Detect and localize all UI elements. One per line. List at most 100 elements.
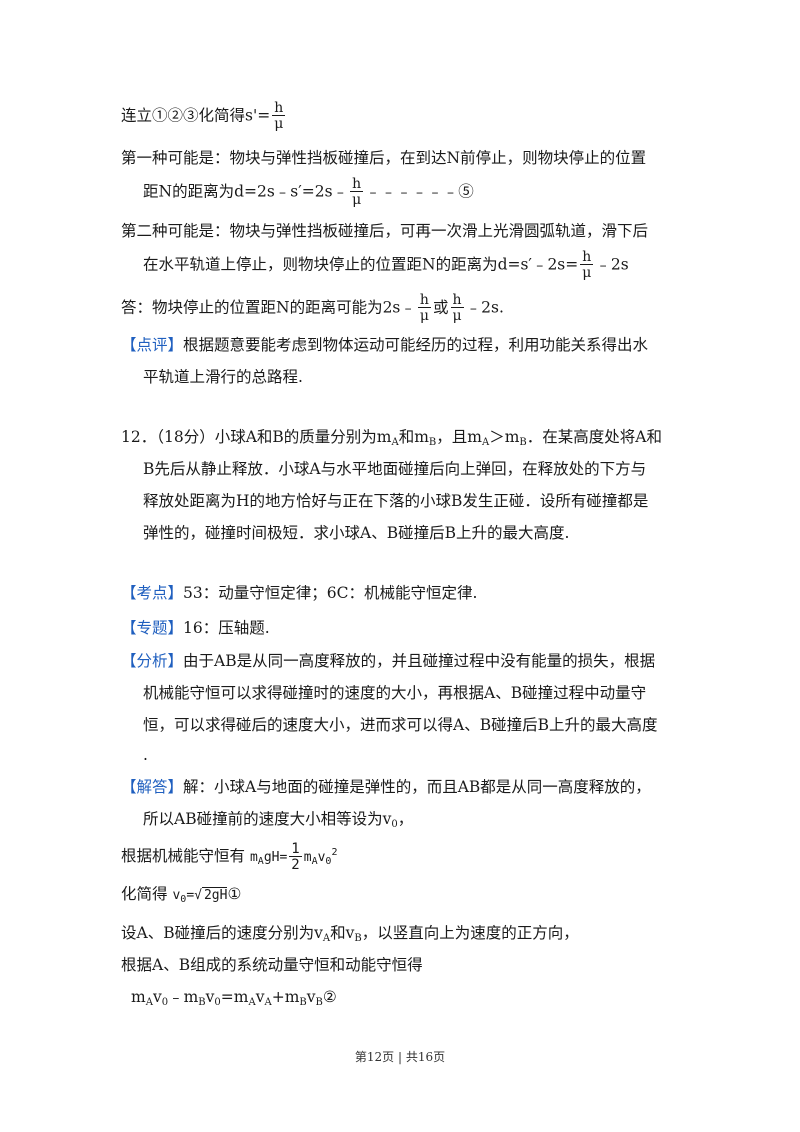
section-tag: 【解答】	[121, 778, 184, 796]
fraction-numerator: h	[350, 177, 364, 192]
line-text: ②	[322, 988, 337, 1006]
math-symbol: =m	[220, 988, 249, 1006]
velocity-equation: v0=√2gH	[172, 887, 228, 905]
line-text: 53：动量守恒定律；6C：机械能守恒定律.	[183, 584, 478, 602]
line-text: ，	[397, 810, 414, 828]
solution-start-line: 【解答】解：小球A与地面的碰撞是弹性的，而且AB都是从同一高度释放的，	[121, 776, 651, 798]
comment-line-2: 平轨道上滑行的总路程.	[143, 368, 303, 386]
fraction-denominator: 2	[291, 857, 300, 873]
math-symbol: m	[303, 850, 312, 865]
subscript: B	[519, 437, 527, 448]
question-line-4: 弹性的，碰撞时间极短．求小球A、B碰撞后B上升的最大高度.	[143, 524, 570, 542]
question-line-1: 12．（18分）小球A和B的质量分别为mA和mB，且mA＞mB．在某高度处将A和	[121, 426, 662, 454]
math-symbol: m	[131, 988, 146, 1006]
line-text: 或	[433, 298, 449, 317]
subscript: 0	[180, 894, 187, 905]
line-text: ，且m	[436, 428, 482, 446]
line-text: ﹣2s.	[465, 298, 504, 317]
line-text: 根据题意要能考虑到物体运动可能经历的过程，利用功能关系得出水	[183, 336, 649, 354]
subscript: A	[391, 437, 399, 448]
line-text: 在水平轨道上停止，则物块停止的位置距N的距离为d=s′﹣2s=	[143, 255, 579, 274]
analysis-line-4: .	[143, 746, 148, 764]
subscript: A	[481, 437, 490, 448]
subscript: A	[264, 997, 272, 1008]
math-symbol: gH=	[263, 850, 288, 865]
question-line-3: 释放处距离为H的地方恰好与正在下落的小球B发生正碰．设所有碰撞都是	[143, 492, 649, 510]
math-symbol: v	[317, 850, 326, 865]
line-text: 解：小球A与地面的碰撞是弹性的，而且AB都是从同一高度释放的，	[183, 778, 651, 796]
subscript: B	[198, 997, 206, 1008]
subscript: A	[311, 856, 318, 867]
fraction-numerator: h	[417, 293, 431, 308]
kaodian-line: 【考点】53：动量守恒定律；6C：机械能守恒定律.	[121, 582, 477, 604]
define-velocity-line: 设A、B碰撞后的速度分别为vA和vB，以竖直向上为速度的正方向，	[121, 922, 579, 950]
fraction-denominator: μ	[582, 265, 592, 281]
analysis-line-1: 【分析】由于AB是从同一高度释放的，并且碰撞过程中没有能量的损失，根据	[121, 650, 655, 672]
fraction-denominator: μ	[419, 308, 429, 324]
line-text: 所以AB碰撞前的速度大小相等设为v	[143, 810, 392, 828]
line-text: 和v	[330, 924, 355, 942]
question-line-2: B先后从静止释放．小球A与水平地面碰撞后向上弹回，在释放处的下方与	[143, 460, 647, 478]
subscript: B	[428, 437, 437, 448]
solution-line-4: 第二种可能是：物块与弹性挡板碰撞后，可再一次滑上光滑圆弧轨道，滑下后	[121, 222, 649, 240]
subscript: A	[145, 997, 153, 1008]
math-symbol: ﹣m	[168, 988, 199, 1006]
section-tag: 【点评】	[121, 336, 184, 354]
comment-line-1: 【点评】根据题意要能考虑到物体运动可能经历的过程，利用功能关系得出水	[121, 334, 648, 356]
subscript: A	[322, 933, 331, 944]
section-tag: 【分析】	[121, 652, 184, 670]
math-symbol: v	[255, 988, 265, 1006]
fraction-numerator: h	[272, 101, 286, 116]
solution-line-velocity: 所以AB碰撞前的速度大小相等设为v0，	[143, 808, 413, 836]
line-text: 16：压轴题.	[183, 619, 270, 637]
line-text: 根据机械能守恒有	[121, 847, 246, 865]
page-footer: 第12页 | 共16页	[354, 1050, 446, 1064]
math-symbol: m	[249, 850, 258, 865]
subscript: B	[315, 997, 323, 1008]
math-symbol: +m	[271, 988, 300, 1006]
line-text: ，以竖直向上为速度的正方向，	[361, 924, 579, 942]
zhuanti-line: 【专题】16：压轴题.	[121, 617, 270, 639]
line-text: 由于AB是从同一高度释放的，并且碰撞过程中没有能量的损失，根据	[183, 652, 656, 670]
subscript: 0	[391, 819, 398, 830]
math-symbol: v	[152, 988, 162, 1006]
conservation-line: 根据A、B组成的系统动量守恒和动能守恒得	[121, 956, 423, 974]
line-text: 答：物块停止的位置距N的距离可能为2s﹣	[121, 298, 416, 317]
simplify-line: 化简得 v0=√2gH①	[121, 883, 241, 911]
math-symbol: v	[172, 888, 181, 903]
line-text: 设A、B碰撞后的速度分别为v	[121, 924, 323, 942]
analysis-line-2: 机械能守恒可以求得碰撞时的速度的大小，再根据A、B碰撞过程中动量守	[143, 684, 647, 702]
subscript: B	[354, 933, 362, 944]
fraction-denominator: μ	[452, 308, 462, 324]
fraction-numerator: h	[450, 293, 464, 308]
line-text: 12．（18分）小球A和B的质量分别为m	[121, 428, 392, 446]
fraction-numerator: h	[580, 250, 594, 265]
subscript: B	[299, 997, 307, 1008]
fraction-numerator: 1	[289, 841, 302, 857]
line-text: 化简得	[121, 885, 168, 903]
line-text: 连立①②③化简得s'=	[121, 106, 271, 125]
math-symbol: v	[205, 988, 215, 1006]
solution-line-2: 第一种可能是：物块与弹性挡板碰撞后，在到达N前停止，则物块停止的位置	[121, 149, 647, 167]
line-text: 距N的距离为d=2s﹣s′=2s﹣	[143, 182, 349, 201]
line-text: ①	[227, 885, 242, 903]
momentum-equation-line: mAv0﹣mBv0=mAvA+mBvB②	[131, 986, 337, 1014]
line-text: ﹣﹣﹣﹣﹣﹣⑤	[365, 182, 474, 201]
line-text: ．在某高度处将A和	[526, 428, 662, 446]
subscript: 0	[161, 997, 169, 1008]
math-symbol: v	[306, 988, 316, 1006]
fraction-denominator: μ	[352, 192, 362, 208]
subscript: A	[257, 856, 264, 867]
line-text: 和m	[398, 428, 429, 446]
